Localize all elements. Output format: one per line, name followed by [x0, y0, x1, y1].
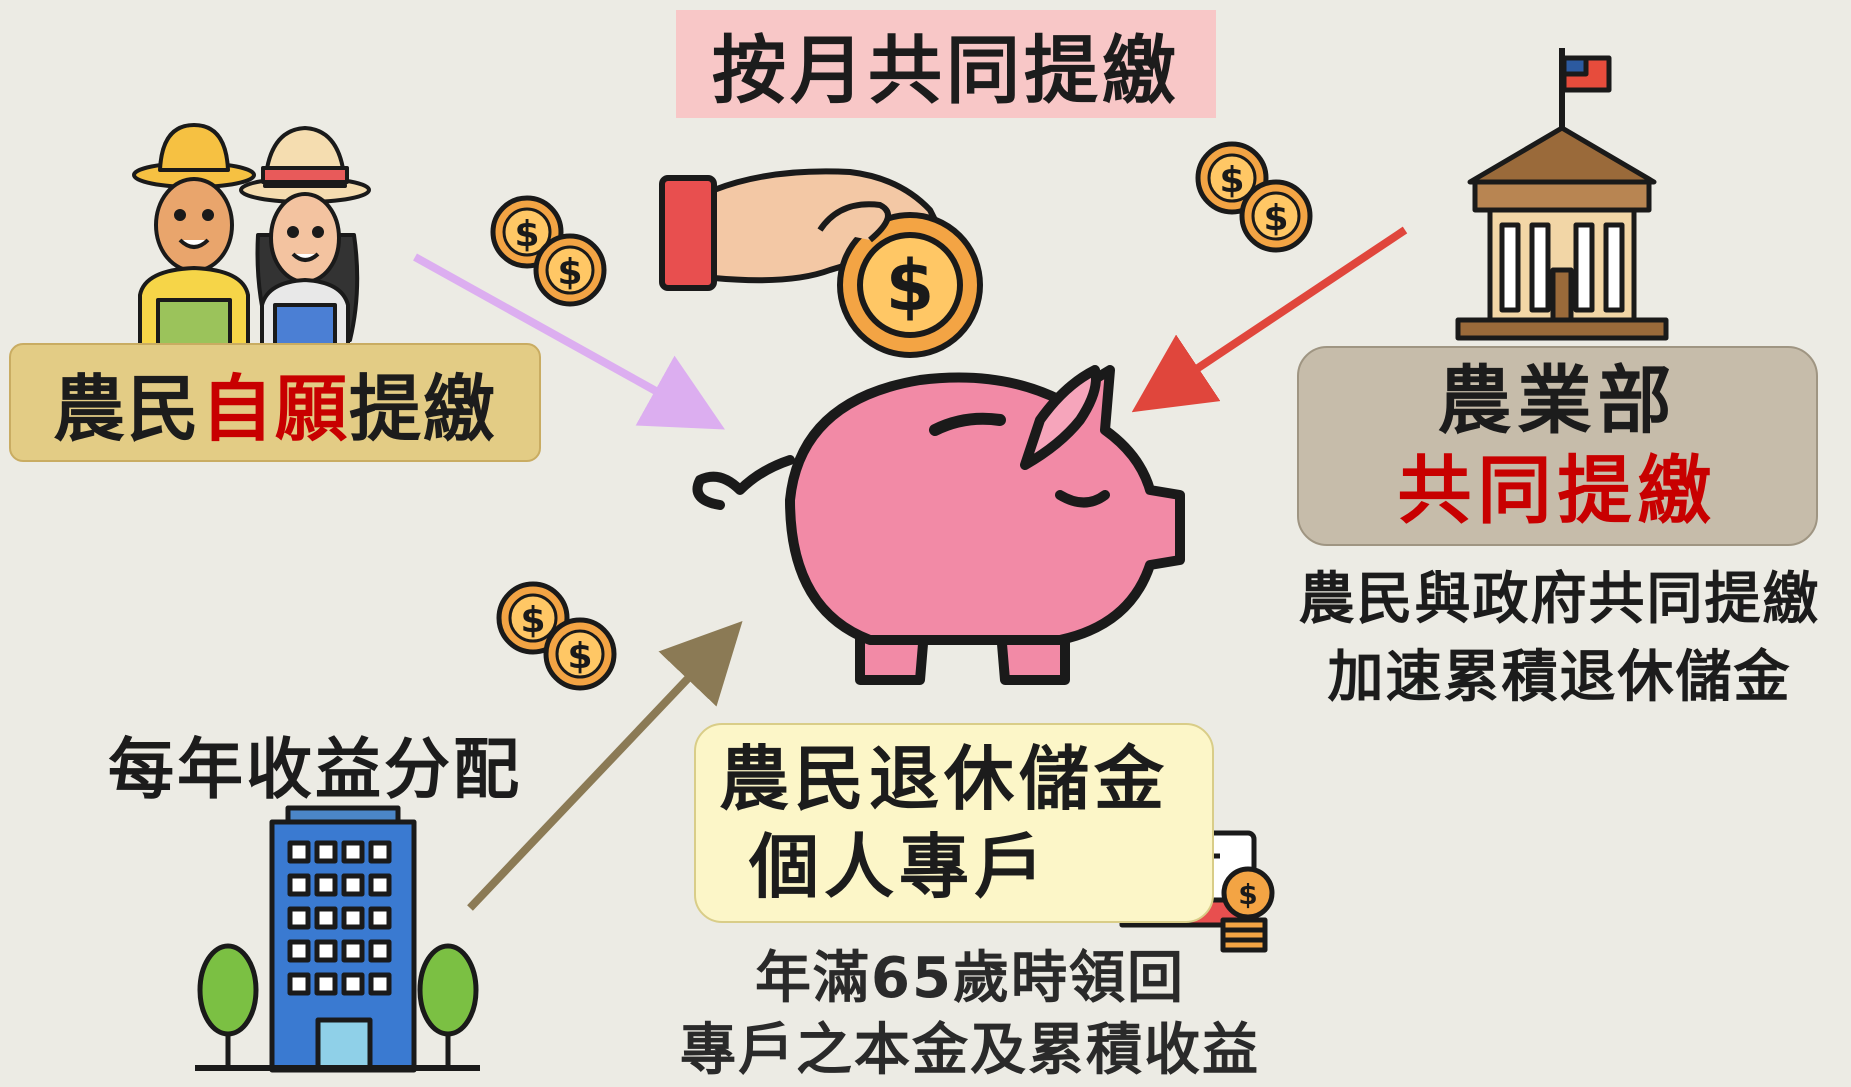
title-text: 按月共同提繳 — [712, 27, 1180, 114]
income-label: 每年收益分配 — [108, 731, 522, 808]
office-building-icon — [269, 805, 417, 1073]
account-description: 年滿65歲時領回 專戶之本金及累積收益 — [620, 943, 1320, 1087]
moa-description: 農民與政府共同提繳 加速累積退休儲金 — [1268, 561, 1851, 717]
moa-desc-line1: 農民與政府共同提繳 — [1298, 567, 1821, 632]
account-subtitle: 個人專戶 — [749, 826, 1049, 908]
tree-icon — [417, 943, 479, 1068]
farmer-contribution-box: 農民自願提繳 — [9, 343, 541, 462]
coin-icon — [499, 584, 614, 688]
farmer-prefix: 農民 — [52, 367, 201, 451]
farmers-icon — [132, 123, 371, 352]
arrow-income-to-pig — [467, 620, 743, 911]
tree-icon — [197, 943, 259, 1068]
svg-text:$: $ — [1238, 878, 1257, 911]
moa-title: 農業部 — [1437, 358, 1678, 444]
piggy-bank-icon — [692, 365, 1185, 685]
arrow-farmer-to-pig — [413, 253, 725, 430]
moa-desc-line2: 加速累積退休儲金 — [1327, 645, 1792, 710]
farmer-highlight: 自願 — [200, 367, 349, 451]
coin-icon — [493, 198, 604, 304]
arrow-moa-to-pig — [1131, 226, 1408, 413]
coin-icon — [1198, 144, 1310, 250]
hand-coin-icon: $ — [659, 168, 983, 358]
account-desc-line1: 年滿65歲時領回 — [755, 946, 1185, 1011]
title-banner: 按月共同提繳 — [676, 10, 1216, 118]
moa-subtitle: 共同提繳 — [1397, 448, 1718, 534]
account-box: 農民退休儲金 個人專戶 — [694, 723, 1214, 923]
farmer-suffix: 提繳 — [349, 367, 498, 451]
account-desc-line2: 專戶之本金及累積收益 — [680, 1018, 1260, 1083]
moa-contribution-box: 農業部 共同提繳 — [1297, 346, 1818, 546]
account-title: 農民退休儲金 — [719, 738, 1169, 820]
svg-text:$: $ — [886, 245, 935, 327]
government-building-icon — [1455, 48, 1669, 341]
